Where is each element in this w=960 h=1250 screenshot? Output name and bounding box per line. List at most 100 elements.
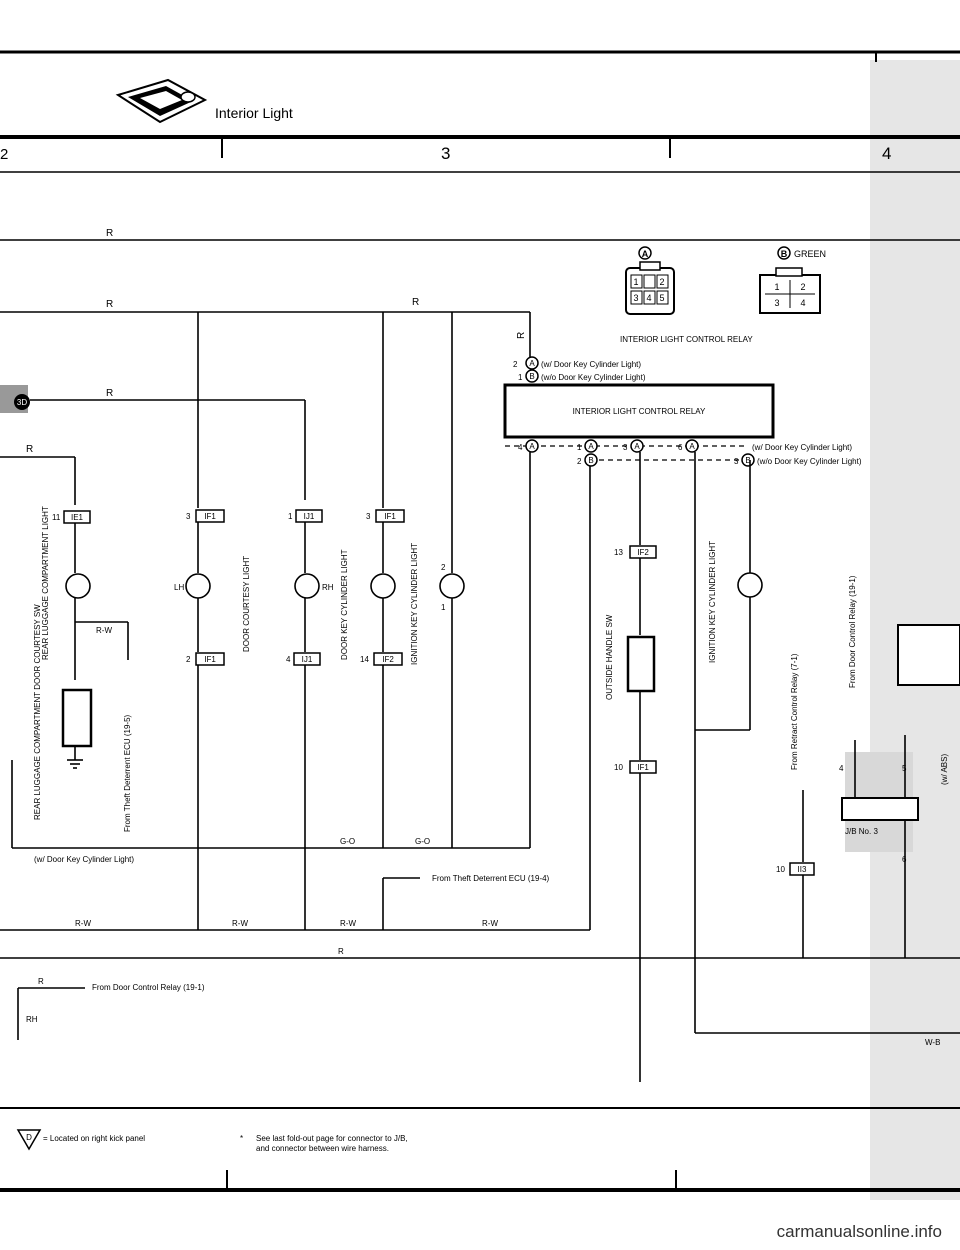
- svg-text:From Theft Deterrent ECU (19-5: From Theft Deterrent ECU (19-5): [123, 714, 132, 832]
- grid-number-4: 4: [882, 144, 891, 163]
- svg-text:A: A: [529, 442, 535, 451]
- svg-text:J/B No. 3: J/B No. 3: [845, 827, 878, 836]
- svg-text:13: 13: [614, 548, 623, 557]
- outside-handle-sw-box: [626, 635, 656, 693]
- svg-text:4: 4: [518, 443, 523, 452]
- relay-connector-caption: INTERIOR LIGHT CONTROL RELAY: [620, 335, 753, 344]
- svg-text:IF2: IF2: [637, 548, 649, 557]
- relay-connector-b: B GREEN 1 2 3 4: [759, 246, 826, 314]
- svg-text:3: 3: [633, 293, 638, 303]
- svg-text:R: R: [38, 977, 44, 986]
- svg-text:B: B: [745, 456, 750, 465]
- svg-text:2: 2: [186, 655, 191, 664]
- svg-text:A: A: [529, 359, 535, 368]
- svg-text:R: R: [412, 297, 419, 308]
- svg-text:W-B: W-B: [925, 1038, 940, 1047]
- svg-text:5: 5: [902, 764, 907, 773]
- door-courtesy-light-lh-bulb: [185, 573, 211, 599]
- svg-text:3: 3: [366, 512, 371, 521]
- grid-number-3: 3: [441, 144, 450, 163]
- svg-text:LH: LH: [174, 583, 184, 592]
- rear-luggage-light-bulb: [65, 573, 91, 599]
- ignition-key-cylinder-light-bulb: [439, 573, 465, 599]
- svg-text:R: R: [106, 228, 113, 239]
- relay-box-label: INTERIOR LIGHT CONTROL RELAY: [573, 407, 706, 416]
- svg-text:GREEN: GREEN: [794, 249, 826, 259]
- svg-text:1: 1: [288, 512, 293, 521]
- door-key-cylinder-light-bulb: [370, 573, 396, 599]
- svg-text:R: R: [516, 332, 527, 339]
- svg-text:R-W: R-W: [96, 626, 112, 635]
- svg-text:4: 4: [286, 655, 291, 664]
- svg-text:1: 1: [774, 282, 779, 292]
- svg-text:B: B: [781, 249, 788, 259]
- rear-luggage-sw-box: [61, 688, 93, 748]
- svg-text:(w/ Door Key Cylinder Light): (w/ Door Key Cylinder Light): [752, 443, 852, 452]
- svg-text:3: 3: [734, 457, 739, 466]
- svg-text:1: 1: [633, 277, 638, 287]
- svg-text:R-W: R-W: [232, 919, 248, 928]
- svg-text:3D: 3D: [17, 398, 27, 407]
- svg-text:From Theft Deterrent ECU (19-4: From Theft Deterrent ECU (19-4): [432, 874, 550, 883]
- svg-text:RH: RH: [322, 583, 334, 592]
- footnote-line-1: See last fold-out page for connector to …: [256, 1134, 408, 1143]
- svg-text:R-W: R-W: [482, 919, 498, 928]
- svg-text:IGNITION KEY CYLINDER LIGHT: IGNITION KEY CYLINDER LIGHT: [708, 541, 717, 663]
- svg-text:1: 1: [577, 443, 582, 452]
- interior-light-icon: [115, 78, 208, 124]
- svg-text:R: R: [106, 388, 113, 399]
- svg-text:10: 10: [776, 865, 785, 874]
- svg-text:A: A: [642, 249, 649, 259]
- svg-text:A: A: [634, 442, 640, 451]
- svg-text:6: 6: [902, 855, 907, 864]
- svg-text:From Door Control Relay (19-1): From Door Control Relay (19-1): [848, 575, 857, 688]
- ignition-key-cylinder-light-right-bulb: [737, 572, 763, 598]
- svg-text:IF1: IF1: [384, 512, 396, 521]
- svg-text:IJ1: IJ1: [304, 512, 315, 521]
- svg-text:R-W: R-W: [340, 919, 356, 928]
- svg-text:(w/o Door Key Cylinder Light): (w/o Door Key Cylinder Light): [541, 373, 646, 382]
- svg-text:G-O: G-O: [415, 837, 430, 846]
- svg-text:3: 3: [774, 298, 779, 308]
- svg-text:IE1: IE1: [71, 513, 84, 522]
- legend-text: = Located on right kick panel: [43, 1134, 145, 1143]
- svg-text:2: 2: [659, 277, 664, 287]
- kick-panel-legend-icon: [16, 1129, 42, 1151]
- watermark: carmanualsonline.info: [776, 1222, 942, 1241]
- svg-text:3: 3: [623, 443, 628, 452]
- svg-text:2: 2: [441, 563, 446, 572]
- svg-text:IGNITION KEY CYLINDER LIGHT: IGNITION KEY CYLINDER LIGHT: [410, 543, 419, 665]
- svg-text:B: B: [529, 372, 534, 381]
- svg-text:4: 4: [800, 298, 805, 308]
- svg-text:R: R: [106, 299, 113, 310]
- svg-text:4: 4: [646, 293, 651, 303]
- door-courtesy-light-rh-bulb: [294, 573, 320, 599]
- svg-text:*: *: [240, 1134, 243, 1143]
- svg-text:IJ1: IJ1: [302, 655, 313, 664]
- svg-text:(w/ Door Key Cylinder Light): (w/ Door Key Cylinder Light): [34, 855, 134, 864]
- svg-text:R: R: [26, 444, 33, 455]
- grid-number-2: 2: [0, 146, 8, 163]
- svg-text:6: 6: [678, 443, 683, 452]
- svg-text:1: 1: [518, 373, 523, 382]
- svg-text:1: 1: [441, 603, 446, 612]
- svg-text:10: 10: [614, 763, 623, 772]
- svg-text:REAR LUGGAGE COMPARTMENT DOOR: REAR LUGGAGE COMPARTMENT DOOR COURTESY S…: [33, 604, 42, 820]
- svg-text:G-O: G-O: [340, 837, 355, 846]
- svg-text:DOOR COURTESY LIGHT: DOOR COURTESY LIGHT: [242, 556, 251, 652]
- svg-text:11: 11: [52, 513, 61, 522]
- svg-text:R-W: R-W: [75, 919, 91, 928]
- svg-text:IF1: IF1: [204, 512, 216, 521]
- svg-text:2: 2: [513, 360, 518, 369]
- svg-text:14: 14: [360, 655, 369, 664]
- svg-text:REAR LUGGAGE COMPARTMENT LIGHT: REAR LUGGAGE COMPARTMENT LIGHT: [41, 506, 50, 660]
- svg-text:(w/o Door Key Cylinder Light): (w/o Door Key Cylinder Light): [757, 457, 862, 466]
- interior-light-control-relay: [503, 383, 775, 439]
- svg-text:2: 2: [577, 457, 582, 466]
- svg-text:A: A: [689, 442, 695, 451]
- svg-text:OUTSIDE HANDLE SW: OUTSIDE HANDLE SW: [605, 614, 614, 700]
- relay-connector-a: A 1 2 3 4 5: [625, 246, 675, 315]
- svg-text:D: D: [26, 1133, 32, 1142]
- svg-text:5: 5: [659, 293, 664, 303]
